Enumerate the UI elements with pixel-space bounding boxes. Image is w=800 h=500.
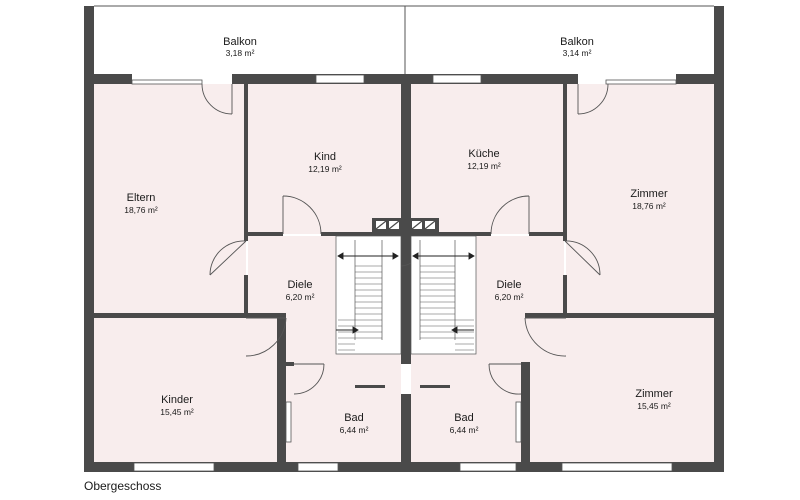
room-labels: Balkon 3,18 m² Balkon 3,14 m² Eltern 18,… [124,36,673,435]
area-balkon-right: 3,14 m² [563,48,592,58]
label-kinder: Kinder [161,394,193,406]
area-bad-left: 6,44 m² [340,425,369,435]
stair-steps [338,265,474,351]
walls [84,6,724,472]
area-zimmer-top: 18,76 m² [632,201,666,211]
floor-areas [94,84,714,462]
area-eltern: 18,76 m² [124,205,158,215]
label-diele-left: Diele [287,279,312,291]
floor-label: Obergeschoss [84,479,162,493]
windows [133,74,673,472]
area-kueche: 12,19 m² [467,161,501,171]
door-swings [201,83,609,395]
label-kind: Kind [314,151,336,163]
label-bad-right: Bad [454,412,474,424]
label-eltern: Eltern [127,192,156,204]
label-bad-left: Bad [344,412,364,424]
floor-eltern [94,84,246,314]
wall-left-outer [84,6,94,472]
label-balkon-left: Balkon [223,36,257,48]
label-diele-right: Diele [496,279,521,291]
window-zimmer-bottom [561,462,673,472]
wall-center [401,84,411,364]
area-kind: 12,19 m² [308,164,342,174]
window-kueche [432,74,482,84]
label-zimmer-top: Zimmer [630,188,668,200]
stair-arrows [336,252,475,334]
balcony-doors [131,79,677,85]
window-kind [315,74,365,84]
floor-kind [248,84,401,234]
area-zimmer-bottom: 15,45 m² [637,401,671,411]
label-kueche: Küche [468,148,499,160]
area-balkon-left: 3,18 m² [226,48,255,58]
floor-kinder [94,318,277,462]
floor-zimmer-bottom [530,318,714,462]
wall-right-outer [714,6,724,472]
floor-bad-right [411,364,526,462]
label-balkon-right: Balkon [560,36,594,48]
floor-kueche [411,84,564,234]
area-diele-left: 6,20 m² [286,292,315,302]
window-bad-left [297,462,339,472]
area-diele-right: 6,20 m² [495,292,524,302]
area-bad-right: 6,44 m² [450,425,479,435]
window-kinder [133,462,215,472]
floor-bad-left [286,364,401,462]
balcony-outlines [94,5,714,74]
label-zimmer-bottom: Zimmer [635,388,673,400]
floor-zimmer-top [566,84,714,314]
window-bad-right [459,462,517,472]
area-kinder: 15,45 m² [160,407,194,417]
